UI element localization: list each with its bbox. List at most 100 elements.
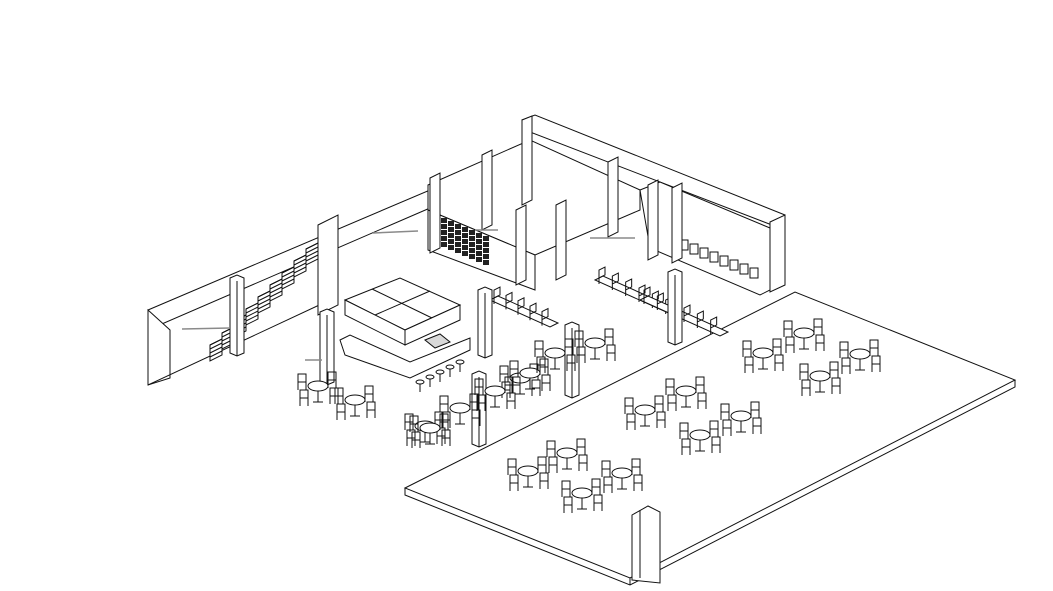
kitchen-unit xyxy=(710,252,718,262)
long-table xyxy=(640,287,728,336)
chair xyxy=(564,497,572,513)
bar-stool-seat xyxy=(426,375,434,379)
shelf-line xyxy=(246,307,258,313)
chair xyxy=(442,430,450,446)
chair xyxy=(634,475,642,491)
chair xyxy=(542,309,548,326)
table-group xyxy=(508,457,548,491)
chair xyxy=(549,457,557,473)
chair xyxy=(518,298,524,315)
shelf-line xyxy=(258,299,270,305)
chair xyxy=(626,279,632,296)
shelf-line xyxy=(210,343,222,349)
shelf-tall xyxy=(318,215,338,315)
chair xyxy=(721,404,729,420)
chair xyxy=(507,393,515,409)
chair xyxy=(680,423,688,439)
window-pane xyxy=(448,239,454,244)
shelf-line xyxy=(294,267,306,273)
long-table xyxy=(490,287,558,327)
chair xyxy=(442,412,450,428)
chair xyxy=(745,357,753,373)
round-table xyxy=(794,328,814,338)
kitchen-unit xyxy=(720,256,728,266)
chair xyxy=(602,461,610,477)
chair xyxy=(510,361,518,377)
window-pane xyxy=(455,230,461,235)
chair xyxy=(657,293,663,310)
round-table xyxy=(485,386,505,396)
chair xyxy=(575,331,583,347)
round-table xyxy=(557,448,577,458)
window-pane xyxy=(448,221,454,226)
chair xyxy=(532,380,540,396)
shelf-line xyxy=(246,315,258,321)
window-pane xyxy=(469,242,475,247)
chair xyxy=(784,321,792,337)
shelf-line xyxy=(294,255,306,261)
shelf-line xyxy=(282,275,294,281)
table-group xyxy=(602,459,642,493)
chair xyxy=(540,473,548,489)
back-post xyxy=(482,150,492,230)
window-pane xyxy=(483,236,489,241)
table-group xyxy=(625,396,665,430)
chair xyxy=(625,398,633,414)
right-end-wall xyxy=(770,215,785,292)
chair xyxy=(786,337,794,353)
round-table xyxy=(690,430,710,440)
bar-stool-seat xyxy=(446,365,454,369)
chair xyxy=(567,355,575,371)
round-table xyxy=(308,381,328,391)
round-table xyxy=(676,386,696,396)
chair xyxy=(666,379,674,395)
shelf-line xyxy=(282,267,294,273)
round-table xyxy=(345,395,365,405)
window-pane xyxy=(448,245,454,250)
chair xyxy=(300,390,308,406)
chair xyxy=(540,359,548,375)
shelf-line xyxy=(210,351,222,357)
chair xyxy=(668,395,676,411)
chair xyxy=(612,273,618,290)
window-pane xyxy=(455,242,461,247)
window-pane xyxy=(462,251,468,256)
chair xyxy=(440,396,448,412)
chair xyxy=(775,355,783,371)
chair xyxy=(604,477,612,493)
chair xyxy=(562,481,570,497)
bar-shade xyxy=(425,334,450,348)
kitchen-unit xyxy=(750,268,758,278)
round-table xyxy=(518,466,538,476)
chair xyxy=(723,420,731,436)
window-pane xyxy=(441,230,447,235)
window-pane xyxy=(441,242,447,247)
round-table xyxy=(850,349,870,359)
window-pane xyxy=(469,254,475,259)
round-table xyxy=(572,488,592,498)
window-pane xyxy=(476,257,482,262)
left-end-wall xyxy=(148,310,170,385)
window-pane xyxy=(441,218,447,223)
chair xyxy=(530,303,536,320)
window-pane xyxy=(469,236,475,241)
chair xyxy=(577,347,585,363)
back-post xyxy=(430,173,440,253)
window-pane xyxy=(462,233,468,238)
table-group xyxy=(680,421,720,455)
shelf-line xyxy=(270,291,282,297)
round-table xyxy=(450,403,470,413)
chair xyxy=(405,414,413,430)
bar-counter xyxy=(340,335,470,378)
annotation-leader-lines xyxy=(182,230,635,360)
back-post xyxy=(556,200,566,280)
round-table xyxy=(731,411,751,421)
table-group xyxy=(547,439,587,473)
table-group xyxy=(840,340,880,374)
leader-line xyxy=(373,231,418,233)
window-pane xyxy=(455,224,461,229)
chair xyxy=(816,335,824,351)
shelf-line xyxy=(258,291,270,297)
window-pane xyxy=(462,227,468,232)
shelf-line xyxy=(210,347,222,353)
